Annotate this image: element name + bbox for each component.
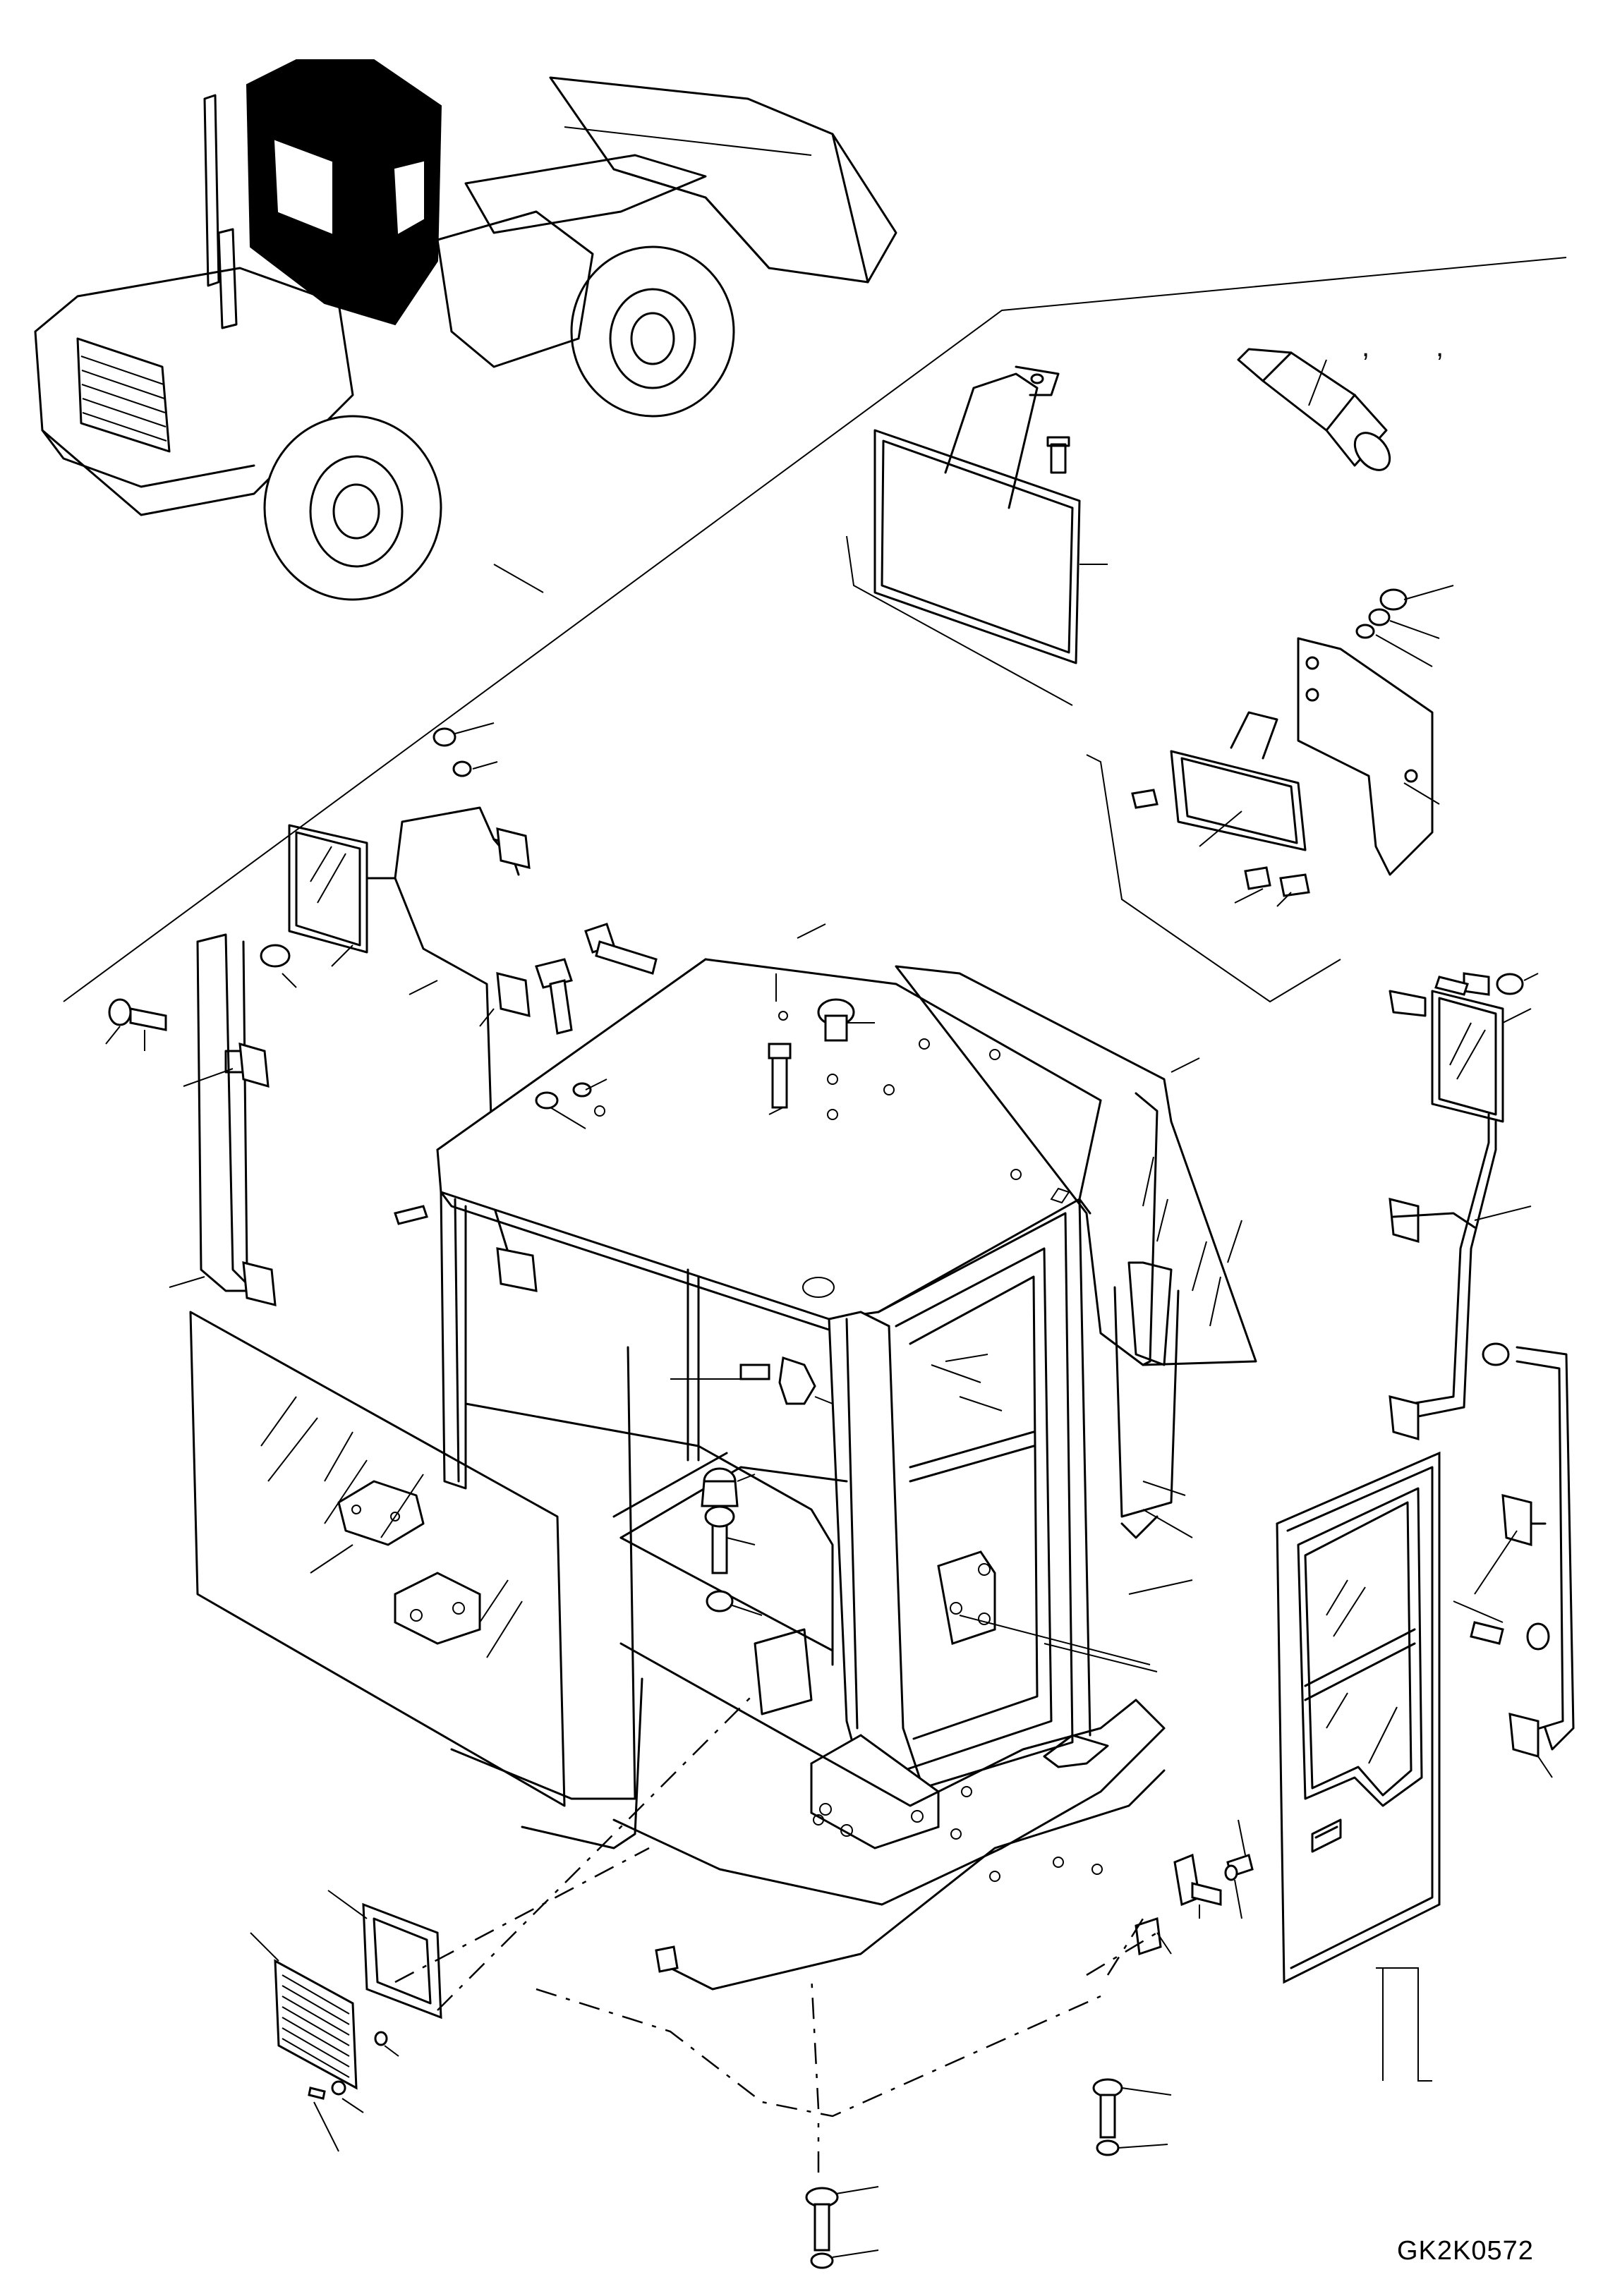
right-mirror-assembly — [1389, 972, 1539, 1440]
drawing-code: GK2K0572 — [1397, 2236, 1534, 2266]
drawing-mark-2: , — [1436, 332, 1444, 363]
highlighted-cab — [246, 59, 442, 326]
floor-plug — [655, 1945, 679, 1973]
front-wheel — [570, 245, 735, 418]
weather-strip-2 — [521, 1677, 643, 1849]
vent-cover-assembly — [250, 1890, 442, 2152]
side-mirror-bracket-assembly — [1086, 585, 1454, 1003]
grille — [76, 337, 171, 453]
wheel-loader-overview — [34, 59, 897, 601]
door-hinge — [1135, 1819, 1254, 1956]
dome-lamp — [701, 1467, 813, 1715]
cab-frame — [394, 958, 1166, 1991]
left-side-glass — [189, 1311, 566, 1807]
right-handrail — [1453, 1342, 1575, 1778]
drawing-mark-1: , — [1362, 332, 1369, 363]
roof-hardware — [394, 923, 875, 1405]
weather-strip-1 — [450, 1346, 636, 1800]
left-handrail — [105, 933, 297, 1306]
left-mirror-assembly — [288, 722, 538, 1292]
rear-glass-panel — [895, 965, 1257, 1539]
adhesive-tube: , , — [1237, 332, 1444, 471]
cab-door — [1276, 1451, 1441, 2082]
rear-wheel — [263, 415, 442, 601]
floor-bolts — [805, 2078, 1172, 2269]
inner-mirror-assembly — [846, 365, 1108, 706]
